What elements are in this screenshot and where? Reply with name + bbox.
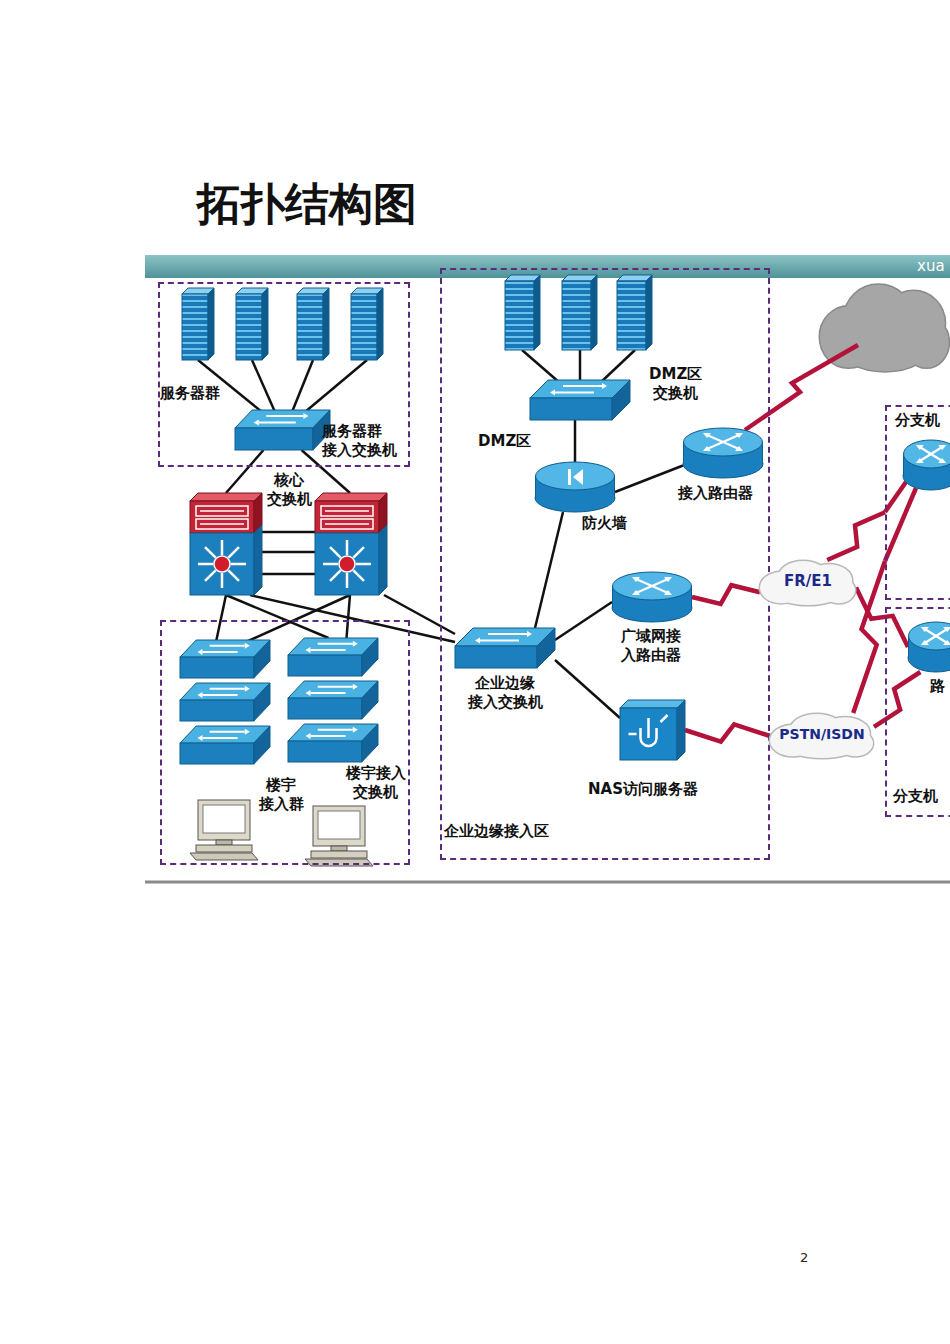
device-icons [180,275,950,866]
zone-label: 分支机 [893,787,938,806]
zone-label: DMZ区 [478,432,531,451]
wan-link [874,672,920,727]
server-access-switch: 服务器群 接入交换机 [235,410,330,450]
device-icon [612,572,692,622]
device-label: 楼宇接入 交换机 [345,764,407,802]
lan-link [555,602,612,640]
branch-zone: 分支机 [885,405,950,600]
dmz-switch: DMZ区 交换机 [530,380,630,420]
device-label: 服务器群 接入交换机 [322,422,399,460]
device-label: PSTN/ISDN [770,726,874,744]
zone-label: 分支机 [895,411,940,430]
device-label: FR/E1 [760,572,856,591]
lan-link [574,420,577,462]
core-switch-pair: 核心 交换机 [190,493,390,595]
wan-link [853,561,885,713]
lan-link [535,512,563,628]
device-icon [620,700,685,760]
wan-link [827,512,885,560]
device-label: 路 [930,677,945,696]
device-icon [235,410,330,450]
device-label: 企业边缘 接入交换机 [467,674,544,712]
device-label: 接入路由器 [678,484,753,503]
lan-link [615,466,683,493]
wan-link [692,585,760,604]
device-label: 防火墙 [582,514,627,533]
bottom-rule [145,881,950,884]
header-band [145,255,950,278]
lan-link [250,595,455,642]
device-icon [190,493,390,595]
network-cloud: PSTN/ISDN [770,713,874,759]
building-access-switch: 楼宇接入 交换机 [288,638,378,763]
lan-link [555,660,620,718]
watermark: xua [917,257,945,276]
page-number: 2 [800,1250,808,1266]
device-icon [908,622,950,672]
device-label: 核心 交换机 [266,471,313,509]
zone-label: 楼宇 接入群 [258,776,305,814]
lan-link [384,595,455,634]
server-zone: 服务器群服务器群 接入交换机 [158,282,410,467]
device-icon [288,638,378,763]
zone-label: 企业边缘接入区 [444,822,549,841]
device-label: 广域网接 入路由器 [620,627,682,665]
edge-access-switch: 企业边缘 接入交换机 [455,628,555,668]
building-zone: 楼宇 接入群 楼宇接入 交换机 [160,620,410,865]
zone-label: 服务器群 [160,384,220,403]
firewall: 防火墙 [535,462,615,512]
page-title: 拓扑结构图 [197,176,417,231]
branch-links [885,482,916,561]
device-icon [455,628,555,668]
lan-link [226,450,264,493]
edge-zone: DMZ区企业边缘接入区 DMZ区 交换机防火墙 接入路由器企业边缘 接入交换机 广域网… [440,268,770,860]
network-cloud: FR/E1 [760,560,856,606]
device-label: DMZ区 交换机 [648,365,704,403]
device-label: NAS访问服务器 [588,780,698,799]
device-icon [683,428,763,478]
nas-server: NAS访问服务器 [620,700,685,760]
branch-router: 路 [908,622,950,672]
wan-link [685,724,770,741]
access-router: 接入路由器 [683,428,763,478]
device-icon [535,462,615,512]
branch-zone: 分支机 路 [885,607,950,817]
wan-router: 广域网接 入路由器 [612,572,692,622]
device-icon [530,380,630,420]
